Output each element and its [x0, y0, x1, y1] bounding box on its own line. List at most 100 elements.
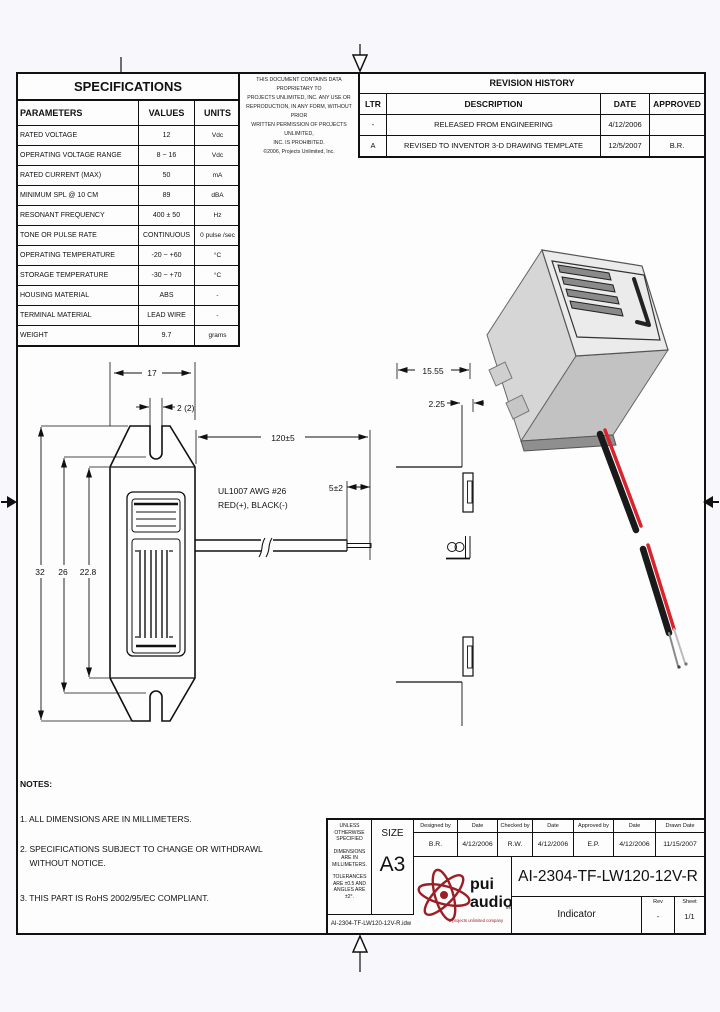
logo-art: pui audio inc. a projects unlimited comp… [417, 868, 513, 923]
specifications-title: SPECIFICATIONS [18, 74, 238, 101]
parameter-cell: HOUSING MATERIAL [18, 286, 139, 306]
unit-cell: grams [208, 332, 227, 339]
title-block: UNLESS OTHERWISE SPECIFIED DIMENSIONS AR… [326, 818, 706, 935]
revision-body: - RELEASED FROM ENGINEERING 4/12/2006 A … [360, 115, 704, 156]
table-row: RATED CURRENT (MAX) 50 mA [18, 166, 240, 186]
notice-line: PROJECTS UNLIMITED, INC. ANY USE OR [247, 95, 351, 101]
company-logo: pui audio inc. a projects unlimited comp… [414, 857, 513, 933]
rev-label: Rev [653, 899, 663, 905]
value-cell: -20 ~ +60 [139, 246, 195, 266]
col-header-approved: APPROVED [650, 94, 704, 115]
revision-history-title: REVISION HISTORY [360, 74, 704, 94]
unit-cell: mA [195, 166, 240, 186]
specifications-body: RATED VOLTAGE 12 Vdc OPERATING VOLTAGE R… [18, 126, 240, 345]
approval-value-cell: R.W. [498, 833, 533, 857]
approval-header-cell: Checked by [498, 820, 533, 833]
approval-value-cell: 4/12/2006 [458, 833, 498, 857]
table-row: RESONANT FREQUENCY 400 ± 50 Hz [18, 206, 240, 226]
sheet-value: 1/1 [684, 912, 695, 921]
unit-cell: - [195, 306, 240, 326]
date-cell: 4/12/2006 [601, 115, 650, 136]
specifications-header-row: PARAMETERS VALUES UNITS [18, 101, 240, 126]
table-row: MINIMUM SPL @ 10 CM 89 dBA [18, 186, 240, 206]
col-header-parameters: PARAMETERS [18, 101, 139, 126]
value-cell: CONTINUOUS [139, 226, 195, 246]
parameter-cell: TONE OR PULSE RATE [18, 226, 139, 246]
unit-cell: Hz [195, 206, 240, 226]
revision-history-table: REVISION HISTORY LTR DESCRIPTION DATE AP… [358, 72, 706, 158]
approval-header-cell: Date [614, 820, 656, 833]
table-row: TERMINAL MATERIAL LEAD WIRE - [18, 306, 240, 326]
ltr-cell: A [360, 136, 387, 156]
size-cell: SIZE A3 [372, 820, 414, 914]
notice-line: ©2006, Projects Unlimited, Inc. [263, 149, 335, 155]
parameter-cell: RESONANT FREQUENCY [18, 206, 139, 226]
value-cell: ABS [139, 286, 195, 306]
approval-value-cell: B.R. [414, 833, 458, 857]
approval-header-cell: Approved by [574, 820, 614, 833]
approval-header-cell: Designed by [414, 820, 458, 833]
unit-cell: Vdc [195, 146, 240, 166]
table-row: - RELEASED FROM ENGINEERING 4/12/2006 [360, 115, 704, 136]
approval-header-cell: Date [458, 820, 498, 833]
value-cell: 12 [139, 126, 195, 146]
table-row: HOUSING MATERIAL ABS - [18, 286, 240, 306]
sheet-label: Sheet [682, 899, 697, 905]
value-cell: 400 ± 50 [139, 206, 195, 226]
table-row: RATED VOLTAGE 12 Vdc [18, 126, 240, 146]
table-row: WEIGHT 9.7 grams [18, 326, 238, 345]
proprietary-notice: THIS DOCUMENT CONTAINS DATA PROPRIETARY … [242, 76, 356, 157]
date-cell: 12/5/2007 [601, 136, 650, 156]
approval-value-cell: 11/15/2007 [656, 833, 704, 857]
notice-line: THIS DOCUMENT CONTAINS DATA PROPRIETARY … [256, 77, 342, 92]
unit-cell: °C [195, 246, 240, 266]
unit-cell: °C [195, 266, 240, 286]
atom-icon [417, 868, 471, 922]
approval-header-cell: Date [533, 820, 574, 833]
notice-line: WRITTEN PERMISSION OF PROJECTS UNLIMITED… [251, 122, 347, 137]
parameter-cell: RATED CURRENT (MAX) [18, 166, 139, 186]
unit-cell: dBA [195, 186, 240, 206]
parameter-cell: OPERATING VOLTAGE RANGE [18, 146, 139, 166]
approved-cell: B.R. [669, 141, 685, 150]
rev-cell: Rev - [642, 897, 675, 933]
logo-word-1: pui [470, 876, 494, 893]
table-row: A REVISED TO INVENTOR 3-D DRAWING TEMPLA… [360, 136, 704, 156]
parameter-cell: RATED VOLTAGE [18, 126, 139, 146]
value-cell: 50 [139, 166, 195, 186]
parameter-cell: STORAGE TEMPERATURE [18, 266, 139, 286]
note-1: 1. ALL DIMENSIONS ARE IN MILLIMETERS. [20, 814, 192, 824]
unit-cell: Vdc [195, 126, 240, 146]
unit-cell: 0 pulse /sec [195, 226, 240, 246]
logo-word-2: audio [470, 894, 512, 911]
parameter-cell: WEIGHT [18, 326, 139, 345]
col-header-units: UNITS [195, 101, 240, 126]
ltr-cell: - [360, 115, 387, 136]
tolerance-line-3: TOLERANCES ARE ±0.5 AND ANGLES ARE ±2°. [332, 874, 367, 900]
col-header-ltr: LTR [360, 94, 387, 115]
value-cell: 89 [139, 186, 195, 206]
parameter-cell: OPERATING TEMPERATURE [18, 246, 139, 266]
value-cell: -30 ~ +70 [139, 266, 195, 286]
notes-title: NOTES: [20, 779, 53, 789]
approval-value-cell: 4/12/2006 [533, 833, 574, 857]
col-header-values: VALUES [139, 101, 195, 126]
description-cell: RELEASED FROM ENGINEERING [387, 115, 601, 136]
rev-value: - [656, 912, 660, 921]
unit-cell: - [195, 286, 240, 306]
approval-header-cell: Drawn Date [656, 820, 704, 833]
tolerance-line-1: UNLESS OTHERWISE SPECIFIED [334, 823, 365, 842]
logo-suffix: inc. [506, 905, 512, 910]
value-cell: 8 ~ 16 [139, 146, 195, 166]
approval-value-cell: E.P. [574, 833, 614, 857]
table-row: OPERATING VOLTAGE RANGE 8 ~ 16 Vdc [18, 146, 240, 166]
part-description: Indicator [512, 897, 642, 933]
filename-cell: AI-2304-TF-LW120-12V-R.idw [328, 914, 414, 933]
note-3: 3. THIS PART IS RoHS 2002/95/EC COMPLIAN… [20, 893, 209, 903]
note-2: 2. SPECIFICATIONS SUBJECT TO CHANGE OR W… [20, 844, 263, 868]
description-cell: REVISED TO INVENTOR 3-D DRAWING TEMPLATE [387, 136, 601, 156]
logo-tagline: a projects unlimited company [449, 918, 504, 923]
